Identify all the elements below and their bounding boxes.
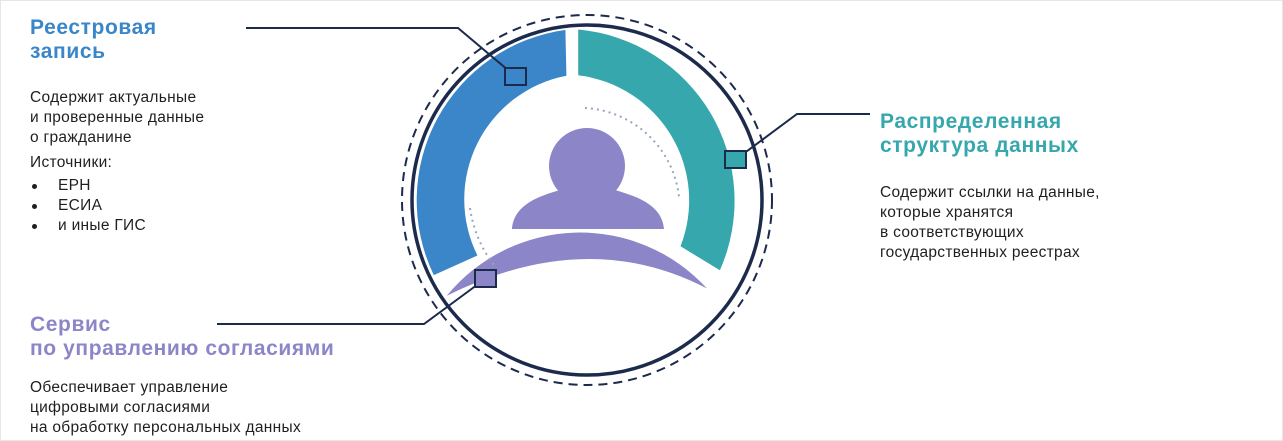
registry-desc-line: Содержит актуальные bbox=[30, 89, 197, 106]
distributed-title-line: Распределенная bbox=[880, 110, 1062, 133]
navy-ring bbox=[410, 23, 764, 377]
consent-marker bbox=[474, 269, 497, 288]
registry-sources-list: ЕРН ЕСИА и иные ГИС bbox=[30, 176, 146, 236]
list-item: ЕРН bbox=[30, 176, 146, 196]
consent-desc-line: цифровыми согласиями bbox=[30, 399, 211, 416]
distributed-desc-line: государственных реестрах bbox=[880, 244, 1080, 261]
consent-connector-line bbox=[217, 278, 486, 325]
distributed-title-line: структура данных bbox=[880, 134, 1079, 157]
source-label: и иные ГИС bbox=[58, 217, 146, 234]
distributed-title: Распределенная структура данных bbox=[880, 110, 1079, 158]
registry-desc-line: и проверенные данные bbox=[30, 109, 205, 126]
distributed-marker bbox=[724, 150, 747, 169]
registry-desc-line: о гражданине bbox=[30, 129, 132, 146]
consent-description: Обеспечивает управление цифровыми соглас… bbox=[30, 378, 301, 438]
list-item: ЕСИА bbox=[30, 196, 146, 216]
registry-marker bbox=[504, 67, 527, 86]
distributed-connector-line bbox=[734, 113, 870, 161]
distributed-desc-line: в соответствующих bbox=[880, 224, 1024, 241]
consent-segment bbox=[446, 232, 707, 296]
distributed-segment bbox=[578, 29, 735, 271]
consent-title-line: по управлению согласиями bbox=[30, 337, 335, 360]
source-label: ЕРН bbox=[58, 177, 91, 194]
bullet-icon bbox=[32, 184, 37, 189]
bullet-icon bbox=[32, 204, 37, 209]
distributed-desc-line: которые хранятся bbox=[880, 204, 1014, 221]
registry-segment bbox=[416, 29, 567, 276]
distributed-desc-line: Содержит ссылки на данные, bbox=[880, 184, 1100, 201]
bullet-icon bbox=[32, 224, 37, 229]
consent-desc-line: Обеспечивает управление bbox=[30, 379, 229, 396]
registry-title: Реестровая запись bbox=[30, 16, 157, 64]
person-icon bbox=[512, 128, 664, 229]
registry-connector-line bbox=[246, 27, 516, 77]
consent-desc-line: на обработку персональных данных bbox=[30, 419, 302, 436]
registry-title-line: запись bbox=[30, 40, 106, 63]
consent-title-line: Сервис bbox=[30, 313, 111, 336]
registry-sources-label: Источники: bbox=[30, 154, 113, 171]
list-item: и иные ГИС bbox=[30, 216, 146, 236]
registry-description: Содержит актуальные и проверенные данные… bbox=[30, 88, 204, 148]
outer-dashed-ring bbox=[401, 14, 773, 386]
inner-dotted-arc-left bbox=[469, 207, 495, 266]
registry-title-line: Реестровая bbox=[30, 16, 157, 39]
consent-title: Сервис по управлению согласиями bbox=[30, 313, 334, 361]
source-label: ЕСИА bbox=[58, 197, 103, 214]
distributed-description: Содержит ссылки на данные, которые храня… bbox=[880, 183, 1100, 263]
